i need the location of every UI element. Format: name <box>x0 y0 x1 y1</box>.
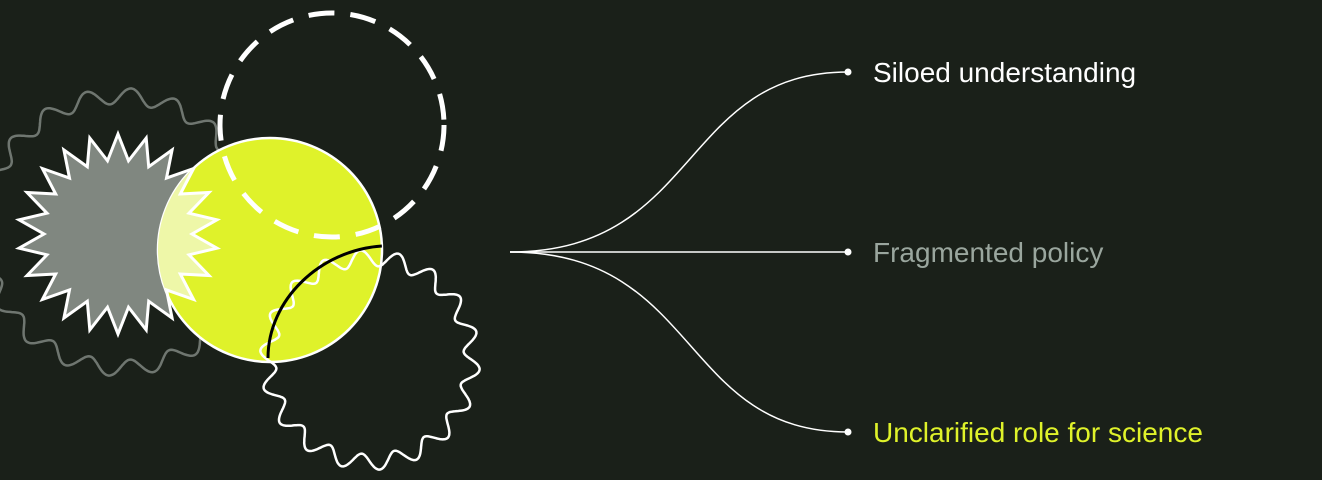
endpoint-dot-bottom <box>844 428 852 436</box>
endpoint-dot-top <box>844 68 852 76</box>
branch-label-siloed-understanding: Siloed understanding <box>873 57 1137 88</box>
wavy-outline-shape <box>259 249 481 471</box>
inner-boundary-arc <box>266 244 382 359</box>
faint-wavy-outline-shape <box>0 87 265 377</box>
connector-curve-top <box>509 71 849 253</box>
branch-label-fragmented-policy: Fragmented policy <box>873 237 1104 268</box>
connector-curve-bottom <box>509 251 849 433</box>
branch-label-unclarified-role: Unclarified role for science <box>873 417 1203 448</box>
endpoint-dot-middle <box>844 248 852 256</box>
dashed-circle <box>217 10 447 240</box>
